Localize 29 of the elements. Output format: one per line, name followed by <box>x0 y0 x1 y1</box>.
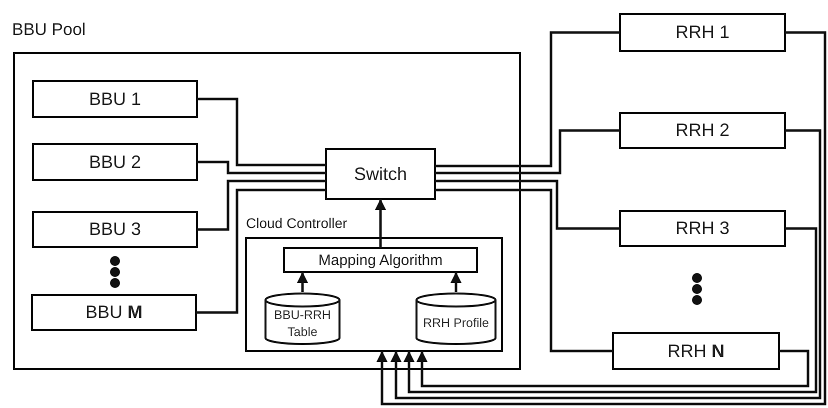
connector-line <box>198 180 325 231</box>
arrow <box>416 350 810 388</box>
group-title: Cloud Controller <box>246 215 348 232</box>
arrow <box>390 129 822 400</box>
process-box: BBU 2 <box>32 143 198 181</box>
connector-line <box>197 188 325 314</box>
process-box: Mapping Algorithm <box>283 247 478 273</box>
process-box: RRH 3 <box>619 210 786 247</box>
process-box: RRH 1 <box>619 13 786 52</box>
process-box: BBU 1 <box>32 80 198 118</box>
connector-line <box>436 180 619 230</box>
arrow <box>376 31 826 406</box>
connector-line <box>198 160 325 174</box>
arrow <box>450 272 462 292</box>
connector-line <box>198 98 325 166</box>
arrow <box>403 227 818 394</box>
process-box: BBU 3 <box>32 211 198 248</box>
database-cylinder: RRH Profile <box>415 292 497 345</box>
process-box: Switch <box>325 148 436 200</box>
process-box: RRH N <box>612 332 780 370</box>
database-cylinder: BBU-RRH Table <box>264 292 341 345</box>
arrow <box>374 198 386 247</box>
process-box: RRH 2 <box>619 112 786 149</box>
arrow <box>296 272 308 292</box>
process-box: BBU M <box>31 294 197 331</box>
connector-line <box>436 31 619 168</box>
connector-line <box>436 188 612 352</box>
connector-line <box>436 129 619 174</box>
group-title: BBU Pool <box>12 20 86 40</box>
